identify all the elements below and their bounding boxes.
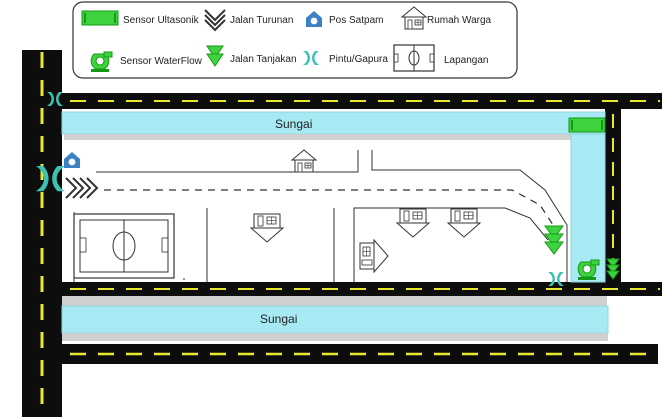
roads bbox=[22, 50, 662, 417]
house-icon bbox=[359, 239, 389, 273]
legend-label-security-post: Pos Satpam bbox=[329, 15, 383, 26]
street-line-top-right bbox=[371, 150, 568, 282]
soccer-field-icon bbox=[393, 44, 435, 72]
double-triangle-down-icon bbox=[544, 225, 564, 255]
waterflow-sensor-icon bbox=[577, 259, 600, 281]
river-top-label: Sungai bbox=[275, 117, 312, 131]
legend: Sensor Ultasonik Jalan Turunan Pos Satpa… bbox=[72, 1, 518, 79]
river-top bbox=[61, 111, 606, 135]
river-top-bank bbox=[64, 134, 605, 140]
river-right bbox=[570, 133, 606, 283]
soccer-field bbox=[73, 213, 175, 279]
river-bottom-label: Sungai bbox=[260, 312, 297, 326]
street-line-mid-3 bbox=[353, 207, 549, 282]
house-icon bbox=[396, 208, 430, 238]
legend-label-field: Lapangan bbox=[444, 55, 489, 66]
double-chevron-down-icon bbox=[65, 177, 99, 199]
legend-label-ultrasonic: Sensor Ultasonik bbox=[123, 15, 200, 26]
rivers: Sungai Sungai bbox=[61, 111, 609, 341]
house-icon bbox=[250, 213, 284, 243]
legend-label-road-up: Jalan Tanjakan bbox=[230, 54, 297, 65]
ultrasonic-sensor-icon bbox=[568, 117, 606, 133]
legend-label-waterflow: Sensor WaterFlow bbox=[120, 56, 203, 67]
house-icon bbox=[447, 208, 481, 238]
river-bottom bbox=[61, 305, 609, 334]
double-triangle-down-icon bbox=[606, 258, 620, 280]
legend-label-gate: Pintu/Gapura bbox=[329, 54, 388, 65]
legend-label-house: Rumah Warga bbox=[427, 15, 492, 26]
street-line-top-left bbox=[96, 150, 359, 173]
house-icon bbox=[291, 149, 317, 173]
river-bottom-lower-bank bbox=[62, 333, 608, 341]
neighborhood bbox=[73, 150, 568, 282]
ultrasonic-sensor-icon bbox=[81, 10, 119, 26]
road-markings bbox=[40, 52, 660, 412]
river-bottom-bank bbox=[62, 296, 607, 306]
legend-label-road-down: Jalan Turunan bbox=[230, 15, 293, 26]
security-post-icon bbox=[64, 152, 80, 168]
waterflow-sensor-icon bbox=[90, 51, 113, 73]
